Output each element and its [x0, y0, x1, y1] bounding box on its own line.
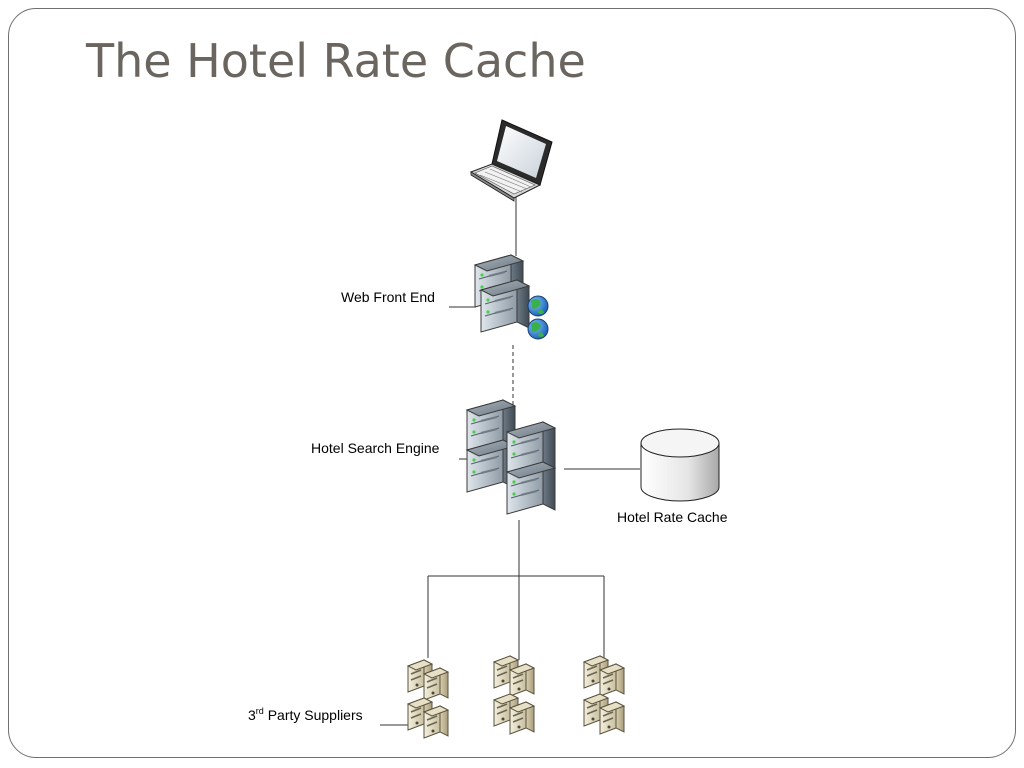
server-cluster-icon [466, 399, 556, 515]
suppliers-label-prefix: 3 [248, 707, 256, 723]
supplier-server-icon [493, 655, 535, 735]
globe-icon [527, 318, 549, 340]
supplier-server-icon [407, 659, 449, 739]
page-title: The Hotel Rate Cache [86, 34, 586, 88]
web-server-icon [474, 254, 549, 340]
laptop-icon [469, 119, 553, 202]
third-party-suppliers-label: 3rd Party Suppliers [248, 706, 363, 723]
database-icon [640, 428, 720, 502]
suppliers-label-superscript: rd [256, 706, 264, 716]
globe-icon [527, 295, 549, 317]
supplier-server-icon [583, 655, 625, 735]
web-front-end-label: Web Front End [341, 289, 435, 305]
suppliers-label-suffix: Party Suppliers [264, 707, 363, 723]
hotel-search-engine-label: Hotel Search Engine [311, 440, 440, 456]
hotel-rate-cache-label: Hotel Rate Cache [617, 509, 728, 525]
